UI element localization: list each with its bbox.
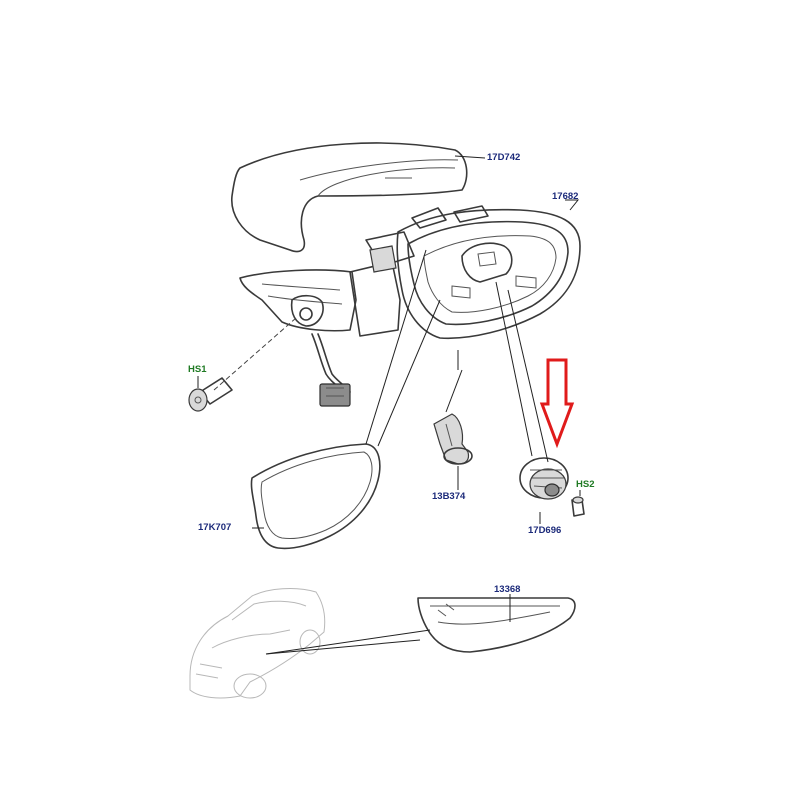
fastener-label-hs2: HS2 (576, 479, 595, 490)
part-label-motor: 17D696 (528, 525, 562, 536)
part-label-bracket: 13B374 (432, 491, 466, 502)
glass-motor (519, 457, 569, 500)
fastener-label-hs1: HS1 (188, 364, 207, 375)
side-indicator (417, 597, 576, 653)
screw-hs2 (571, 496, 585, 517)
vehicle-outline (189, 588, 326, 699)
part-label-glass: 17K707 (198, 522, 232, 533)
mirror-glass (250, 443, 381, 550)
part-label-indicator: 13368 (494, 584, 521, 595)
mirror-base-assembly (239, 231, 415, 407)
mirror-housing (396, 205, 581, 340)
leader-lines (197, 155, 581, 655)
part-label-housing: 17682 (552, 191, 579, 202)
mirror-cover (231, 142, 468, 253)
highlight-arrow (539, 358, 575, 449)
bracket (433, 413, 473, 465)
screw-hs1 (188, 317, 297, 412)
part-label-cover: 17D742 (487, 152, 521, 163)
